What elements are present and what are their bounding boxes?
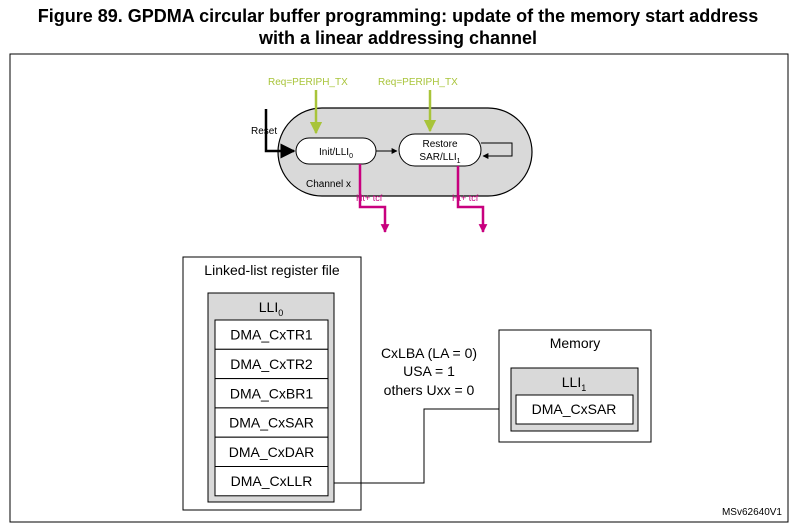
figure-title-line-1: Figure 89. GPDMA circular buffer program…: [37, 6, 759, 26]
state-restore-line2-base: SAR/LLI: [419, 152, 456, 163]
register-row: [214, 348, 329, 380]
register-file-title: Linked-list register file: [204, 262, 340, 278]
lli1-label: LLI1: [562, 374, 586, 393]
memory-title: Memory: [550, 335, 601, 351]
llr-to-memory-arrow: [334, 406, 510, 484]
event-arrow-1: [358, 164, 390, 233]
lli0-sub: 0: [278, 308, 283, 318]
register-label: DMA_CxTR1: [230, 327, 313, 343]
register-label: DMA_CxDAR: [229, 444, 315, 460]
self-loop-arrow: [481, 142, 513, 159]
register-label: DMA_CxLLR: [231, 473, 313, 489]
state-restore-sar-lli1: [398, 133, 482, 167]
reset-arrow: [264, 109, 296, 159]
reset-label: Reset: [251, 126, 277, 137]
register-label: DMA_CxBR1: [230, 385, 313, 401]
memory-register-box: [515, 394, 634, 425]
figure-title: Figure 89. GPDMA circular buffer program…: [0, 5, 796, 49]
request-label-1: Req=PERIPH_TX: [268, 77, 348, 88]
register-row: [214, 319, 329, 350]
state-init-lli0-sub: 0: [349, 153, 353, 160]
state-restore-line1: Restore: [422, 139, 457, 150]
lli1-base: LLI: [562, 374, 581, 390]
figure-title-line-2: with a linear addressing channel: [258, 28, 538, 48]
lli1-sub: 1: [581, 383, 586, 393]
register-label: DMA_CxTR2: [230, 356, 313, 372]
figure-frame: [9, 53, 789, 523]
state-restore-line2: SAR/LLI1: [419, 152, 460, 165]
state-restore-line2-sub: 1: [457, 158, 461, 165]
register-row: [214, 466, 329, 497]
memory-register-label: DMA_CxSAR: [532, 401, 617, 417]
config-line-3: others Uxx = 0: [384, 382, 475, 398]
register-row: [214, 407, 329, 438]
event-label-2: Ht+ tcf: [452, 193, 479, 203]
lli0-label: LLI0: [259, 299, 283, 318]
request-label-2: Req=PERIPH_TX: [378, 77, 458, 88]
event-label-1: Ht+ tcf: [356, 193, 383, 203]
state-init-lli0-base: Init/LLI: [319, 147, 349, 158]
config-line-2: USA = 1: [403, 363, 455, 379]
channel-label: Channel x: [306, 179, 351, 190]
config-line-1: CxLBA (LA = 0): [381, 345, 477, 361]
figure-id: MSv62640V1: [722, 507, 782, 518]
state-init-lli0-label: Init/LLI0: [319, 147, 353, 160]
register-row: [214, 378, 329, 409]
event-arrow-2: [456, 166, 488, 233]
register-label: DMA_CxSAR: [229, 415, 314, 431]
lli0-base: LLI: [259, 299, 278, 315]
register-row: [214, 436, 329, 468]
